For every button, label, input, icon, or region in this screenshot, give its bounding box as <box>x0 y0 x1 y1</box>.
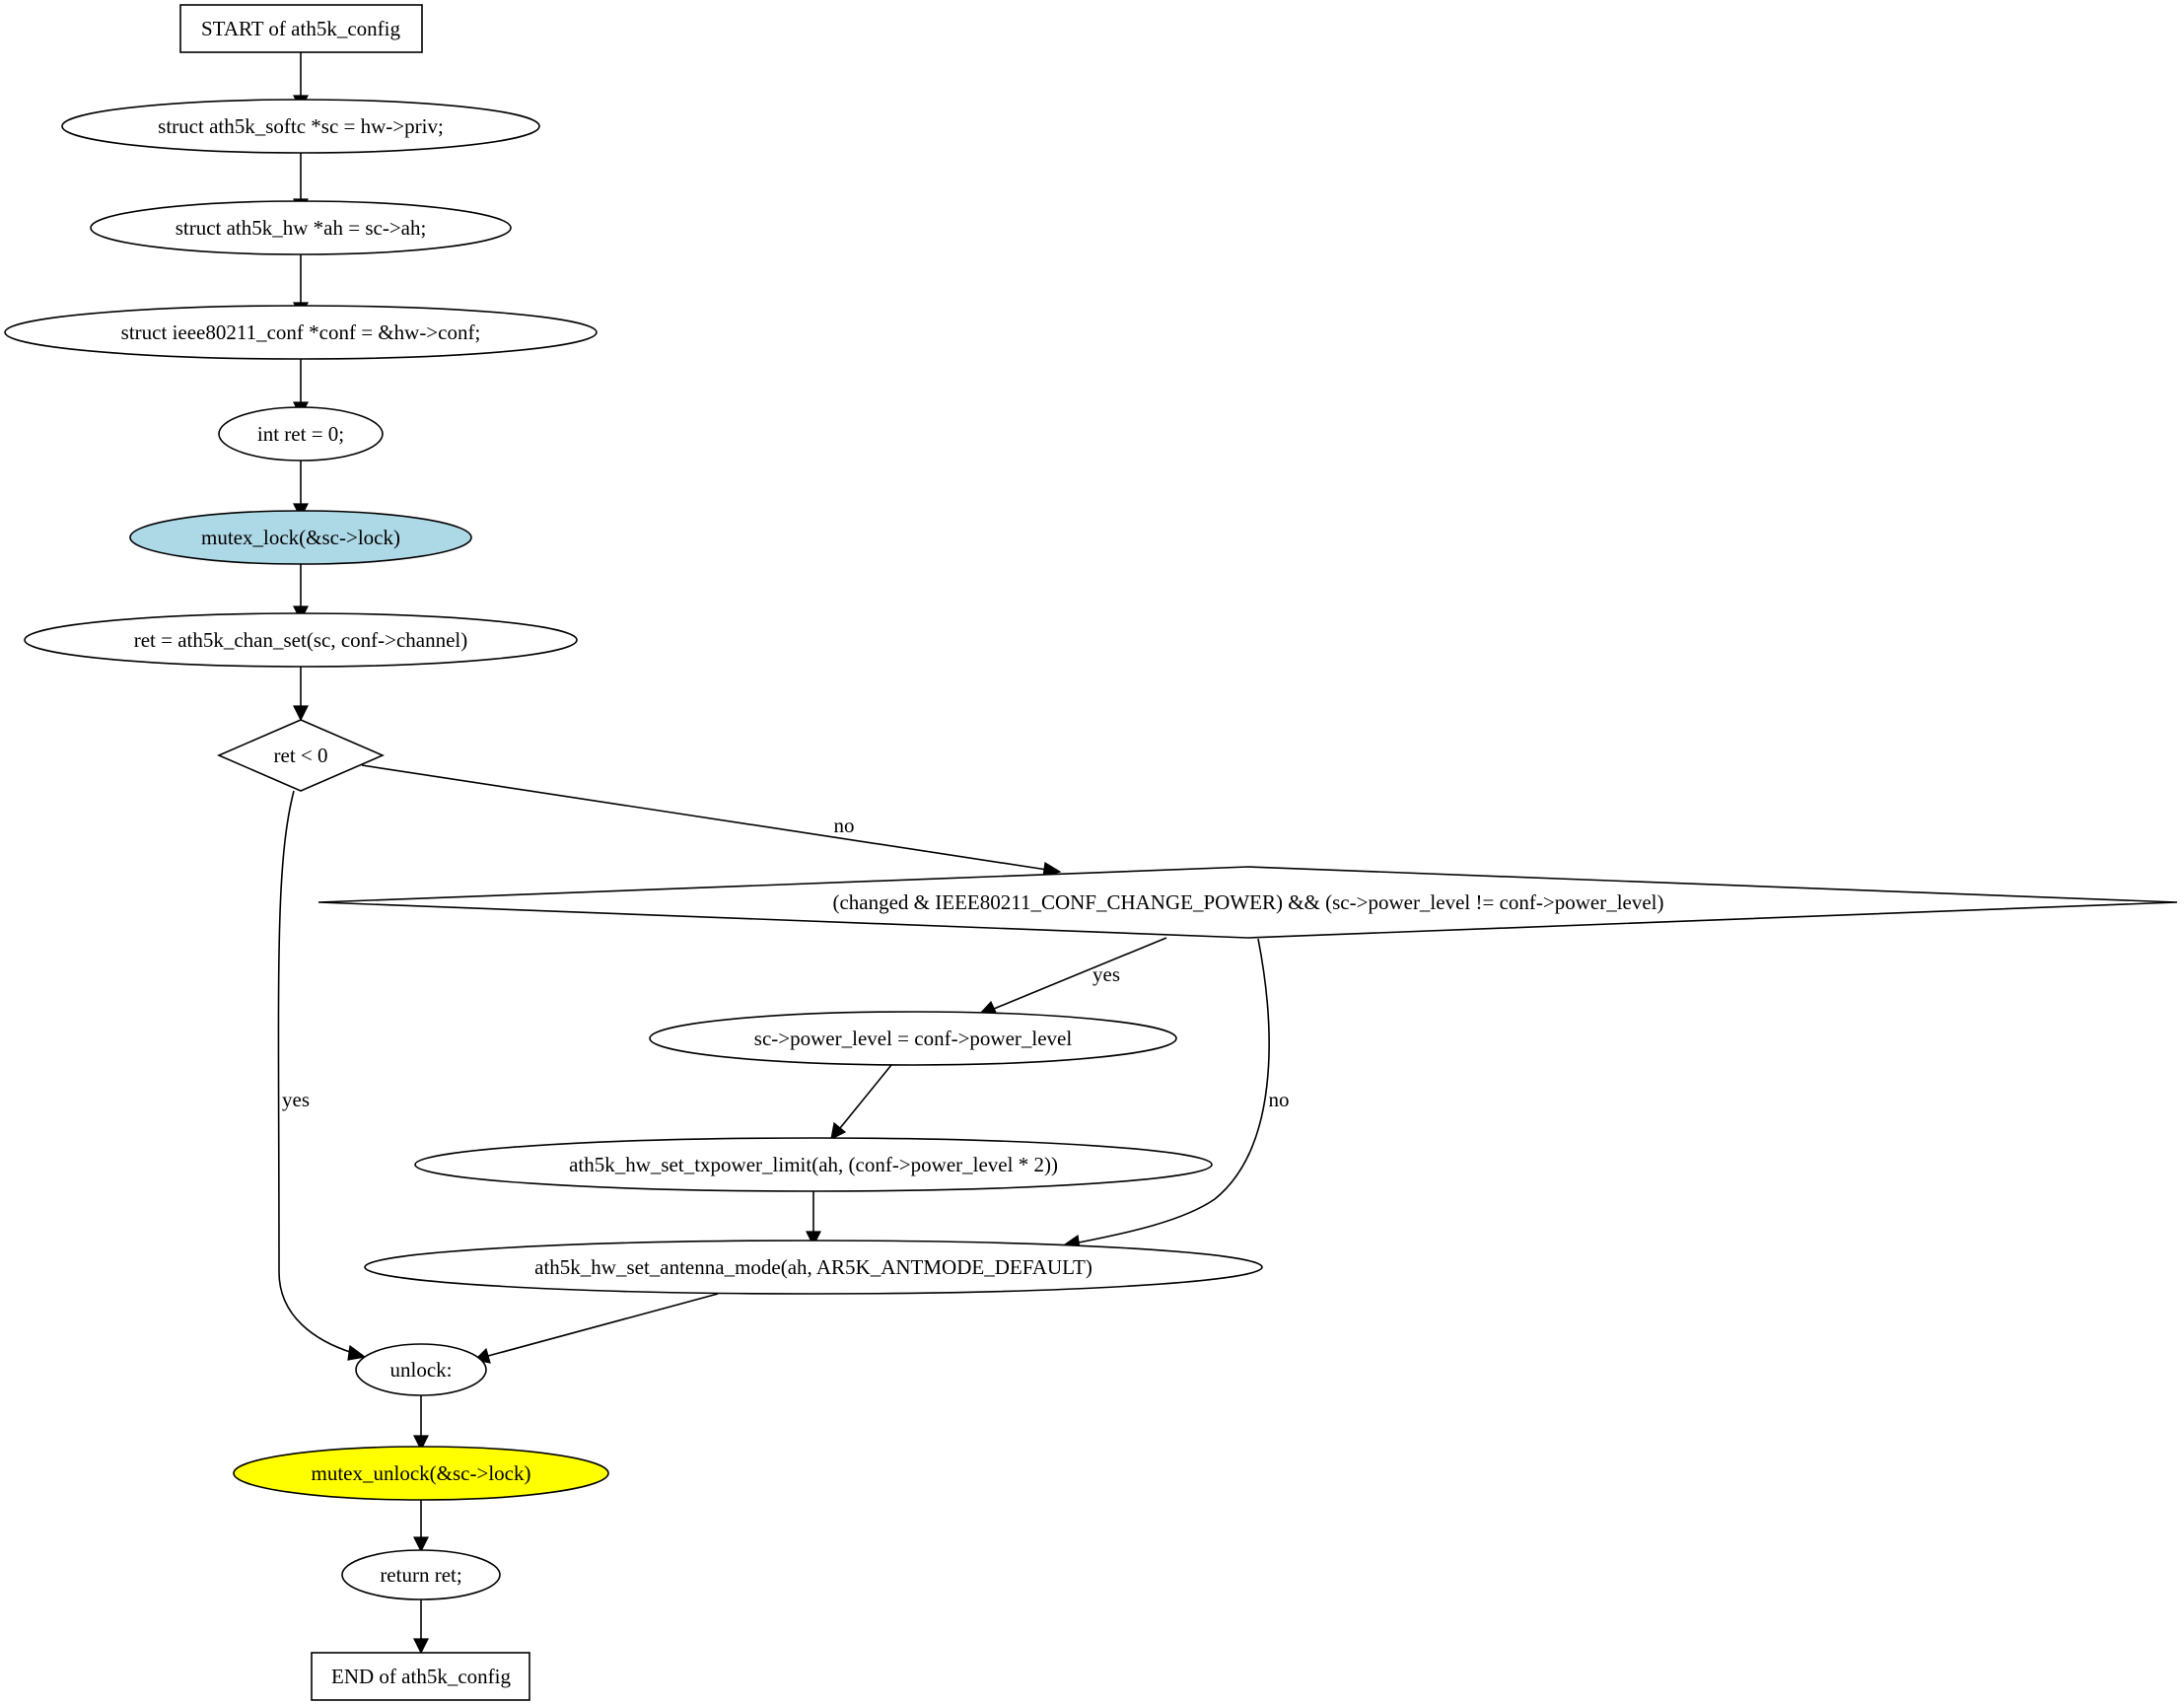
node-start-label: START of ath5k_config <box>201 17 400 40</box>
edge-cond2-power-yes <box>993 937 1167 1010</box>
node-mutex-lock-ellipse <box>129 510 472 565</box>
node-cond2-diamond <box>317 866 2178 939</box>
node-return-ellipse <box>341 1549 501 1600</box>
arrowhead <box>413 1638 429 1655</box>
node-power-label: sc->power_level = conf->power_level <box>754 1027 1073 1050</box>
edge-cond1-unlock-yes <box>277 790 354 1354</box>
node-sc-label: struct ath5k_softc *sc = hw->priv; <box>158 114 444 138</box>
arrowhead <box>347 1344 367 1361</box>
edge-labels: no yes yes no <box>282 814 1290 1111</box>
node-sc-ellipse <box>61 99 540 154</box>
node-ah-ellipse <box>90 200 512 255</box>
node-end-label: END of ath5k_config <box>331 1665 511 1688</box>
node-mutex-unlock: mutex_unlock(&sc->lock) <box>233 1446 609 1501</box>
node-antenna-label: ath5k_hw_set_antenna_mode(ah, AR5K_ANTMO… <box>534 1255 1092 1279</box>
node-chanset: ret = ath5k_chan_set(sc, conf->channel) <box>24 612 578 668</box>
edge-label-cond1-yes: yes <box>282 1088 310 1111</box>
node-end: END of ath5k_config <box>311 1652 530 1701</box>
node-txpower: ath5k_hw_set_txpower_limit(ah, (conf->po… <box>414 1137 1213 1192</box>
node-cond2: (changed & IEEE80211_CONF_CHANGE_POWER) … <box>317 866 2178 939</box>
node-sc: struct ath5k_softc *sc = hw->priv; <box>61 99 540 154</box>
edge-label-cond1-no: no <box>834 814 855 837</box>
node-power: sc->power_level = conf->power_level <box>649 1011 1177 1066</box>
arrowhead <box>413 1536 429 1553</box>
arrowhead <box>413 1435 429 1452</box>
node-unlock-label: unlock: <box>355 1343 487 1396</box>
node-antenna: ath5k_hw_set_antenna_mode(ah, AR5K_ANTMO… <box>364 1240 1263 1295</box>
arrowhead <box>293 705 309 722</box>
node-chanset-ellipse <box>24 612 578 668</box>
edge-cond2-antenna-no <box>1078 938 1270 1243</box>
node-ret0-ellipse <box>218 406 384 462</box>
node-chanset-label: ret = ath5k_chan_set(sc, conf->channel) <box>134 628 468 652</box>
node-txpower-label: ath5k_hw_set_txpower_limit(ah, (conf->po… <box>569 1153 1058 1176</box>
edge-label-cond2-no: no <box>1269 1088 1290 1111</box>
node-cond2-label: (changed & IEEE80211_CONF_CHANGE_POWER) … <box>832 890 1663 914</box>
node-start: START of ath5k_config <box>179 4 423 53</box>
node-cond1-diamond <box>216 719 386 792</box>
node-ah-label: struct ath5k_hw *ah = sc->ah; <box>176 216 427 240</box>
edge-cond1-cond2-no <box>361 764 1048 871</box>
node-power-ellipse <box>649 1011 1177 1066</box>
node-mutex-lock: mutex_lock(&sc->lock) <box>129 510 472 565</box>
node-antenna-ellipse <box>364 1240 1263 1295</box>
arrowhead <box>830 1121 847 1141</box>
node-ah: struct ath5k_hw *ah = sc->ah; <box>90 200 512 255</box>
node-conf: struct ieee80211_conf *conf = &hw->conf; <box>4 305 598 360</box>
arrowhead <box>806 1231 821 1247</box>
node-cond1-label: ret < 0 <box>274 744 328 767</box>
node-txpower-ellipse <box>414 1137 1213 1192</box>
node-ret0-label: int ret = 0; <box>257 422 344 446</box>
node-conf-label: struct ieee80211_conf *conf = &hw->conf; <box>121 320 481 344</box>
edges <box>277 52 1270 1655</box>
edge-power-txpower <box>839 1064 892 1129</box>
edge-antenna-unlock <box>487 1293 719 1357</box>
node-mutex-unlock-label: mutex_unlock(&sc->lock) <box>312 1461 531 1485</box>
node-ret0: int ret = 0; <box>218 406 384 462</box>
node-conf-ellipse <box>4 305 598 360</box>
node-mutex-unlock-ellipse <box>233 1446 609 1501</box>
node-unlock-label-text: unlock: <box>390 1358 453 1382</box>
node-unlock-label-ellipse <box>355 1343 487 1396</box>
node-mutex-lock-label: mutex_lock(&sc->lock) <box>201 526 400 549</box>
edge-label-cond2-yes: yes <box>1092 962 1120 986</box>
node-cond1: ret < 0 <box>216 719 386 792</box>
node-return-label: return ret; <box>380 1563 461 1587</box>
node-start-box <box>179 4 423 53</box>
node-return: return ret; <box>341 1549 501 1600</box>
node-end-box <box>311 1652 530 1701</box>
